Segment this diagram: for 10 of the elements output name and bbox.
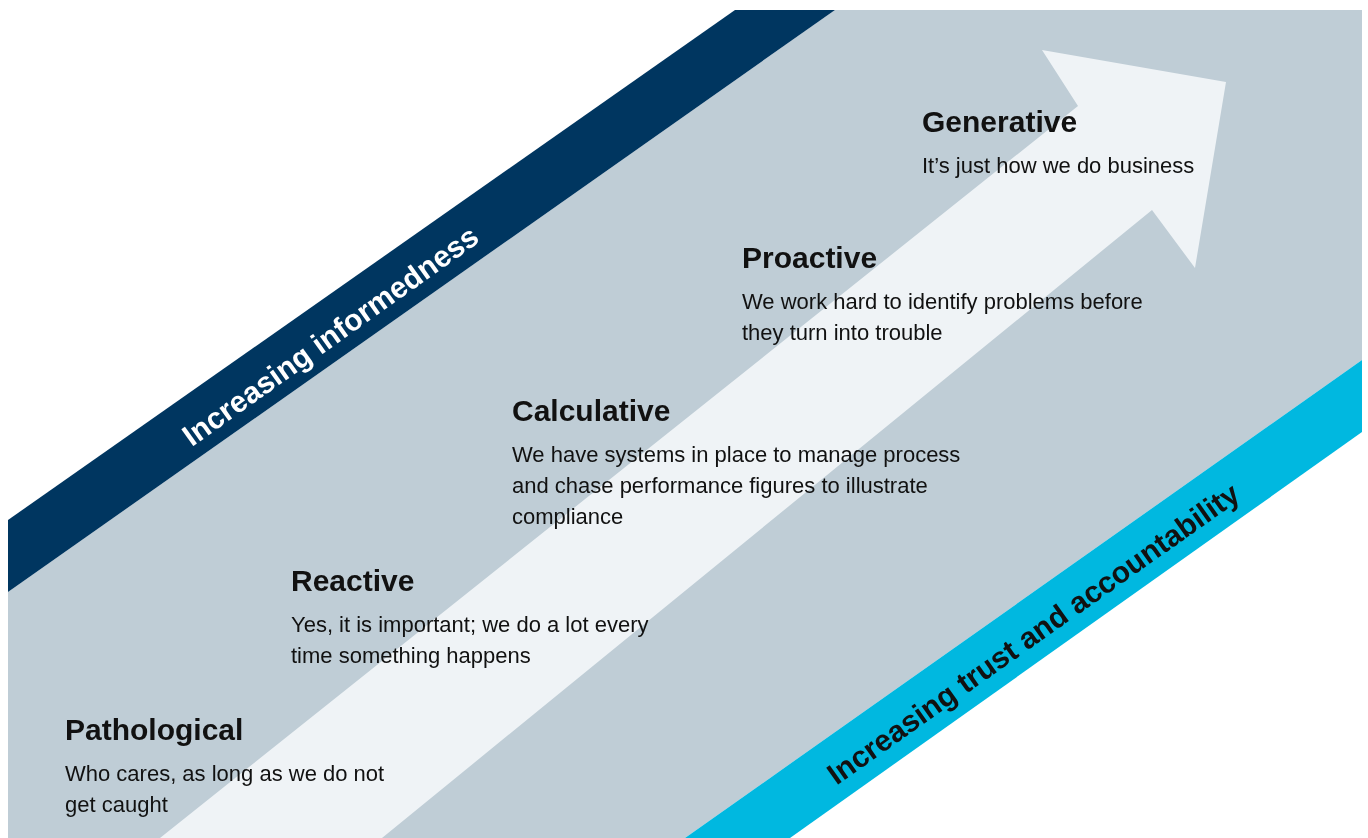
stage-heading: Generative (922, 104, 1079, 140)
stage-heading: Reactive (291, 563, 416, 599)
stage-description: We have systems in place to manage process and chase performance figures to illustrate compliance (512, 441, 962, 531)
stage-heading: Calculative (512, 393, 672, 429)
stage-description: Yes, it is important; we do a lot every time something happens (291, 611, 650, 670)
stage-description: It’s just how we do business (922, 152, 1196, 180)
stage-description: We work hard to identify problems before they turn into trouble (742, 288, 1144, 347)
stage-heading: Pathological (65, 712, 245, 748)
stage-description: Who cares, as long as we do not get caught (65, 760, 385, 819)
stage-heading: Proactive (742, 240, 879, 276)
